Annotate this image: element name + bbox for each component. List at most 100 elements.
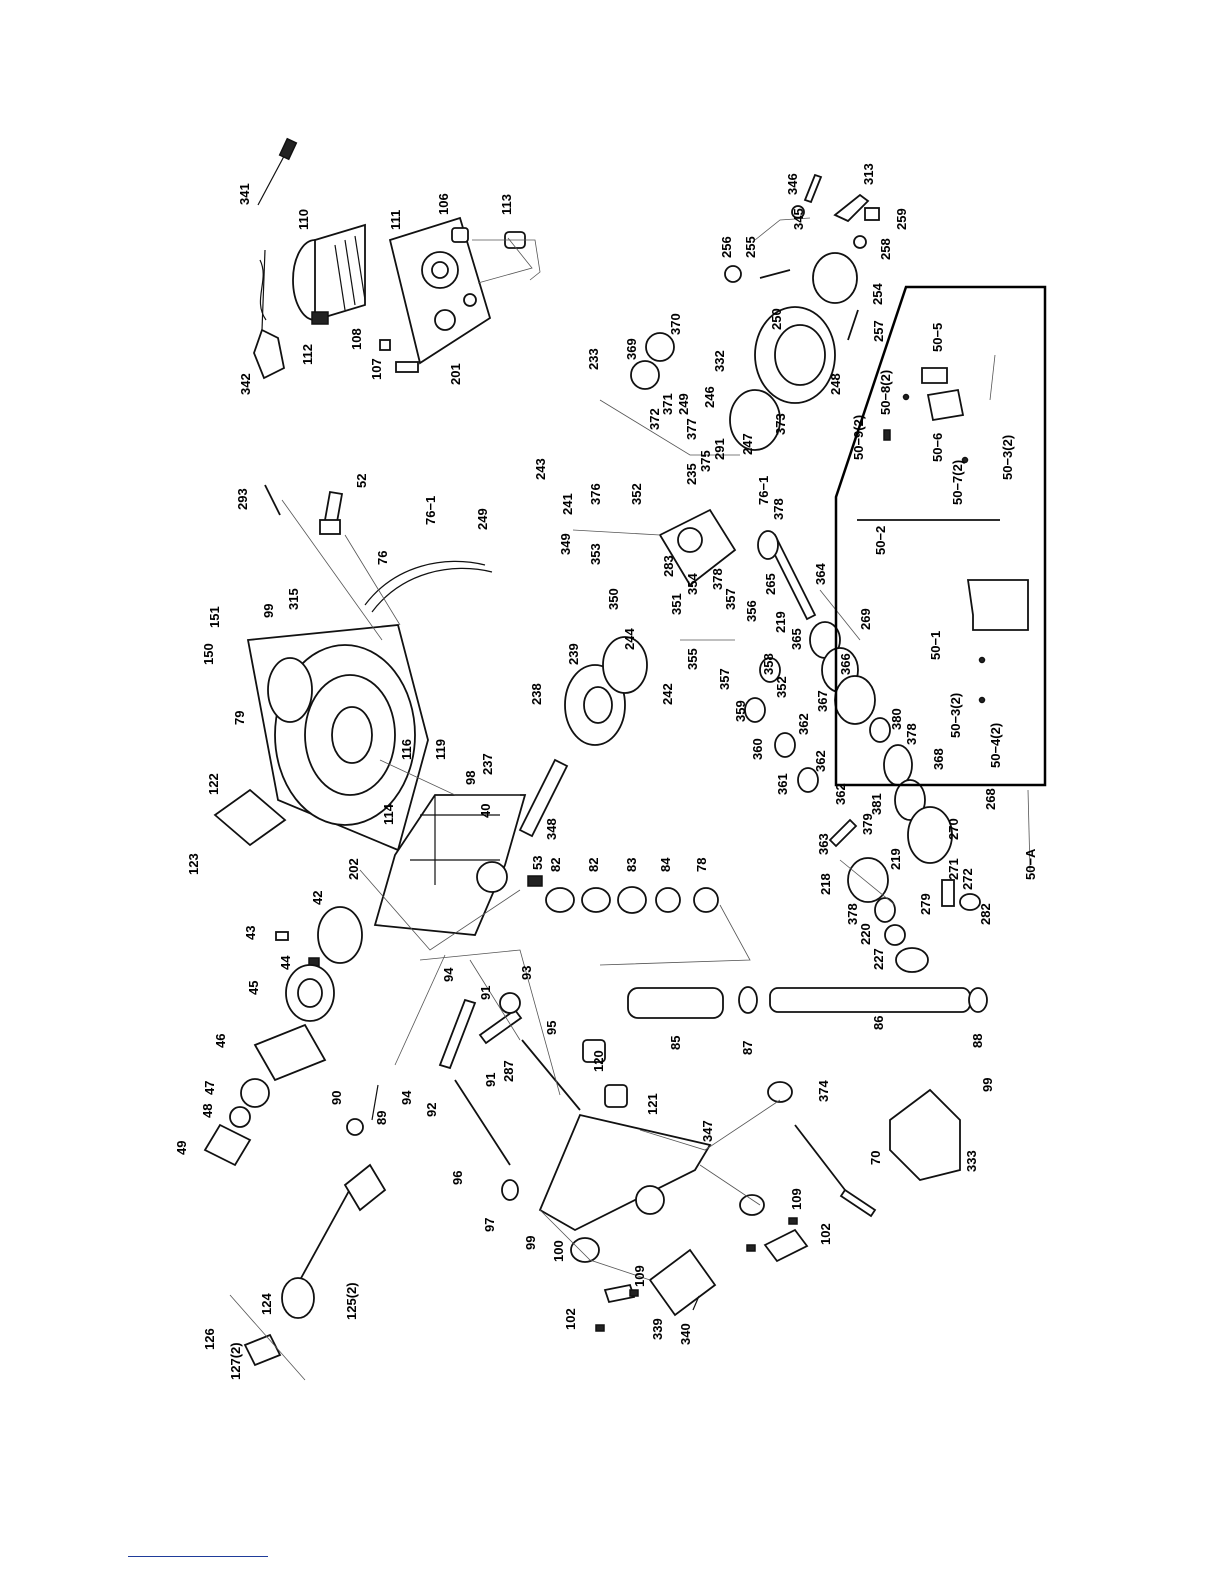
part-label: 227 (871, 948, 886, 970)
part-label: 201 (448, 363, 463, 385)
part-label: 241 (560, 493, 575, 515)
part-label: 340 (678, 1323, 693, 1345)
part-label: 100 (551, 1240, 566, 1262)
part-label: 94 (441, 967, 456, 982)
part-label: 249 (475, 508, 490, 530)
part-label: 313 (861, 163, 876, 185)
part-label: 119 (433, 739, 448, 760)
part-label: 151 (207, 606, 222, 628)
part-label: 50−4(2) (988, 723, 1003, 768)
part-label: 293 (235, 488, 250, 510)
part-label: 50−9(2) (851, 415, 866, 460)
part-label: 113 (499, 194, 514, 215)
part-label: 347 (700, 1120, 715, 1142)
part-label: 362 (796, 713, 811, 735)
part-label: 124 (259, 1293, 274, 1315)
part-label: 255 (743, 236, 758, 258)
part-label: 377 (684, 418, 699, 440)
part-label: 82 (548, 858, 563, 872)
part-label: 272 (960, 868, 975, 890)
part-label: 79 (232, 711, 247, 725)
part-label: 85 (668, 1036, 683, 1050)
part-label: 379 (860, 813, 875, 835)
part-label: 375 (698, 450, 713, 472)
part-label: 339 (650, 1318, 665, 1340)
part-label: 219 (888, 848, 903, 870)
part-label: 84 (658, 857, 673, 872)
part-label: 52 (354, 474, 369, 488)
part-label: 50−6 (930, 433, 945, 462)
part-label: 91 (483, 1073, 498, 1087)
part-label: 365 (789, 628, 804, 650)
part-label: 362 (813, 750, 828, 772)
part-drawings (203, 137, 1029, 1367)
part-label: 50−3(2) (948, 693, 963, 738)
part-label: 127(2) (228, 1342, 243, 1380)
part-label: 76−1 (423, 496, 438, 525)
part-label: 371 (660, 393, 675, 415)
part-label: 76−1 (756, 476, 771, 505)
part-label: 346 (785, 173, 800, 195)
part-label: 87 (740, 1041, 755, 1055)
part-label: 50−7(2) (950, 460, 965, 505)
part-label: 359 (733, 700, 748, 722)
part-label: 94 (399, 1090, 414, 1105)
part-label: 380 (889, 708, 904, 730)
part-label: 50−8(2) (878, 370, 893, 415)
part-label: 44 (278, 955, 293, 970)
part-label: 120 (591, 1050, 606, 1072)
leader-lines (229, 217, 1031, 1381)
part-label: 363 (816, 833, 831, 855)
part-label: 99 (261, 604, 276, 618)
part-label: 254 (870, 283, 885, 305)
part-label: 333 (964, 1150, 979, 1172)
part-label: 265 (763, 573, 778, 595)
part-label: 238 (529, 683, 544, 705)
part-label: 355 (685, 648, 700, 670)
part-label: 378 (845, 903, 860, 925)
part-label: 348 (544, 818, 559, 840)
part-label: 368 (931, 748, 946, 770)
part-label: 374 (816, 1080, 831, 1102)
part-label: 108 (349, 328, 364, 350)
part-label: 352 (629, 483, 644, 505)
part-label: 258 (878, 238, 893, 260)
part-label: 219 (773, 611, 788, 633)
part-label: 93 (519, 966, 534, 980)
part-label: 349 (558, 533, 573, 555)
part-label: 218 (818, 873, 833, 895)
part-label: 114 (381, 803, 396, 825)
part-label: 364 (813, 563, 828, 585)
part-label: 70 (868, 1151, 883, 1165)
part-label: 376 (588, 483, 603, 505)
part-label: 237 (480, 753, 495, 775)
part-label: 235 (684, 463, 699, 485)
part-label: 244 (622, 628, 637, 650)
part-label: 256 (719, 236, 734, 258)
part-label: 361 (775, 773, 790, 795)
part-label: 116 (399, 739, 414, 760)
part-label: 47 (202, 1081, 217, 1095)
part-label: 78 (694, 858, 709, 872)
part-label: 242 (660, 683, 675, 705)
part-label: 378 (771, 498, 786, 520)
part-label: 76 (375, 551, 390, 565)
part-label: 356 (744, 600, 759, 622)
part-label: 270 (946, 818, 961, 840)
part-label: 246 (702, 386, 717, 408)
part-label: 122 (206, 773, 221, 795)
part-label: 360 (750, 738, 765, 760)
part-label: 345 (791, 208, 806, 230)
part-label: 111 (388, 210, 403, 230)
part-label: 150 (201, 643, 216, 665)
part-label: 279 (918, 893, 933, 915)
part-label: 353 (588, 543, 603, 565)
part-label: 369 (624, 338, 639, 360)
part-label: 378 (710, 568, 725, 590)
part-label: 86 (871, 1016, 886, 1030)
part-label: 247 (740, 433, 755, 455)
part-label: 50−5 (930, 323, 945, 352)
part-label: 220 (858, 923, 873, 945)
part-number-labels: 341 110 111 106 113 342 112 108 107 201 … (174, 163, 1038, 1380)
part-label: 367 (815, 690, 830, 712)
